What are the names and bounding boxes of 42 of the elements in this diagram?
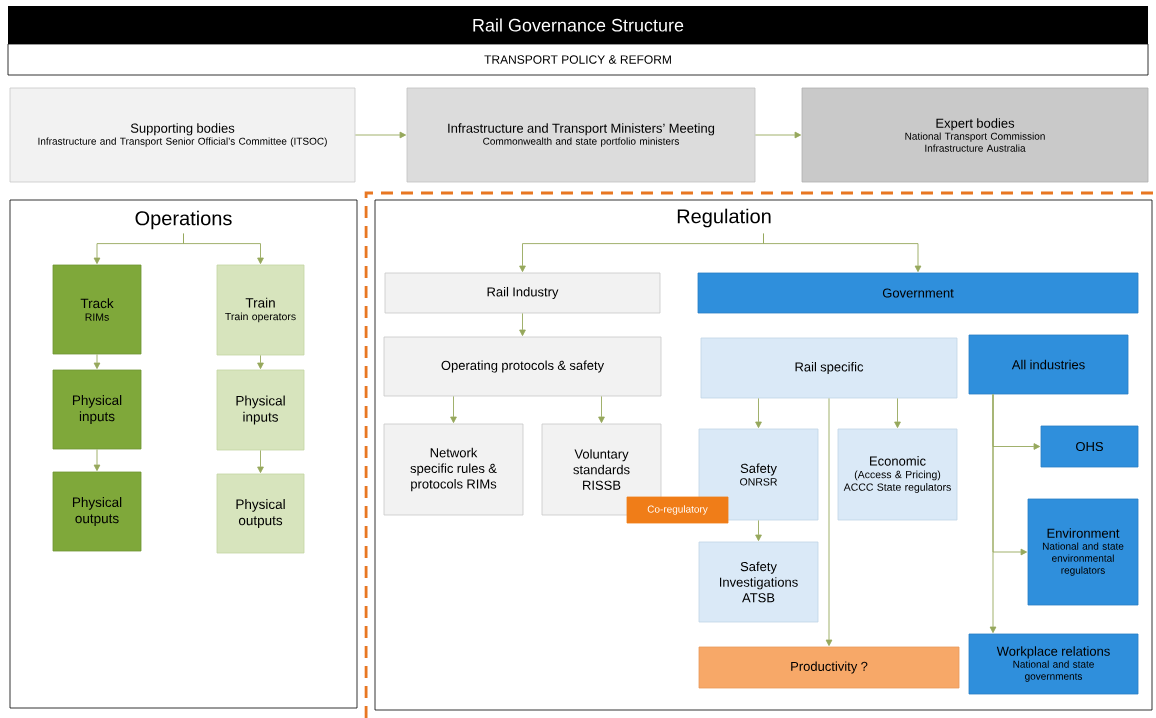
process-box: Environment National and state environmental regulators bbox=[1027, 498, 1139, 606]
process-box: Economic (Access & Pricing) ACCC State regulators bbox=[837, 428, 958, 521]
process-box: Supporting bodies Infrastructure and Transport Senior Official’s Committee (ITSOC) bbox=[9, 87, 356, 183]
process-box: Infrastructure and Transport Ministers’ Meeting Commonwealth and state portfolio ministers bbox=[406, 87, 756, 183]
arrow bbox=[598, 395, 605, 424]
panel-heading: Regulation bbox=[677, 208, 771, 228]
process-box: Train Train operators bbox=[216, 264, 305, 356]
process-box: Physical outputs bbox=[52, 471, 142, 552]
arrow bbox=[755, 519, 762, 542]
process-box: Government bbox=[697, 272, 1139, 314]
arrow bbox=[894, 397, 901, 429]
arrow bbox=[755, 397, 762, 429]
arrow bbox=[354, 131, 407, 139]
arrow bbox=[989, 393, 997, 634]
heading-box: TRANSPORT POLICY & REFORM bbox=[7, 43, 1149, 76]
process-box: Expert bodies National Transport Commission Infrastructure Australia bbox=[801, 87, 1149, 183]
process-box: All industries bbox=[968, 334, 1129, 395]
arrow bbox=[93, 448, 101, 472]
tag-label: Co-regulatory bbox=[626, 496, 729, 524]
arrow bbox=[825, 397, 833, 647]
panel-heading: Operations bbox=[135, 210, 232, 230]
arrow bbox=[519, 312, 526, 337]
arrow bbox=[257, 449, 264, 474]
process-box: Track RIMs bbox=[52, 264, 142, 355]
arrow bbox=[257, 354, 264, 370]
process-box: Safety Investigations ATSB bbox=[698, 541, 819, 623]
process-box: Operating protocols & safety bbox=[383, 336, 662, 397]
arrow bbox=[763, 233, 922, 273]
title-bar: Rail Governance Structure bbox=[8, 6, 1148, 44]
process-box: Rail Industry bbox=[384, 272, 661, 314]
arrow bbox=[93, 353, 101, 370]
process-box: Rail specific bbox=[700, 337, 958, 399]
process-box: Network specific rules & protocols RIMs bbox=[383, 423, 524, 516]
arrow bbox=[183, 233, 264, 265]
process-box: Workplace relations National and state governments bbox=[968, 633, 1139, 695]
process-box: Physical inputs bbox=[216, 369, 305, 451]
process-box: Productivity ? bbox=[698, 646, 960, 689]
process-box: Physical outputs bbox=[216, 473, 305, 554]
arrow bbox=[450, 395, 457, 424]
process-box: OHS bbox=[1040, 425, 1139, 468]
process-box: Physical inputs bbox=[52, 369, 142, 450]
arrow bbox=[754, 131, 802, 139]
